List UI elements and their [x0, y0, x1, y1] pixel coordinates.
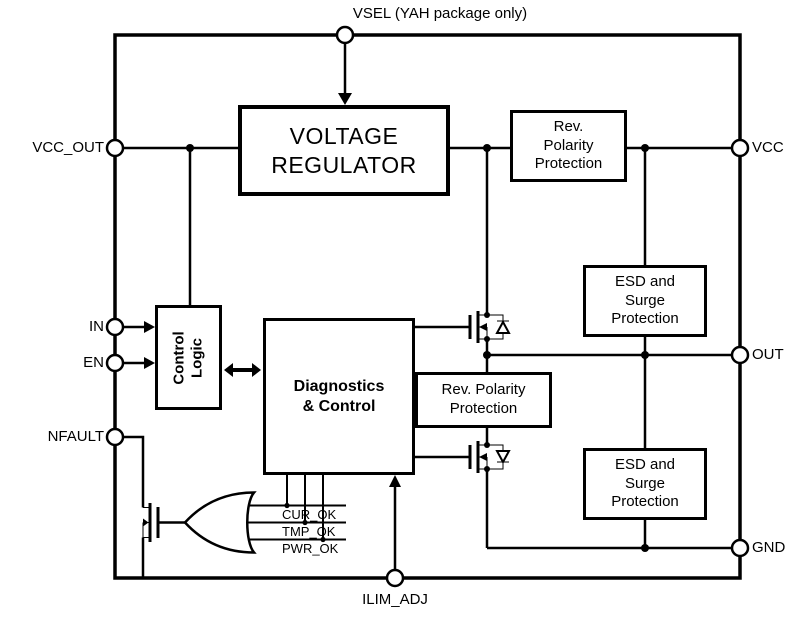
pin-label-gnd: GND [752, 539, 786, 556]
pins [105, 25, 750, 588]
fet-body-arrow [479, 323, 487, 331]
signal-label-tmp-ok: TMP_OK [282, 524, 336, 539]
block-esd-surge-protection-bottom: ESD and Surge Protection [583, 448, 707, 520]
en-arrow [144, 357, 155, 369]
arrowheads [144, 93, 401, 487]
pin-vcc-out [105, 138, 125, 158]
pin-label-en: EN [83, 354, 104, 371]
junction-dots [186, 144, 649, 552]
block-rev-polarity-protection-mid: Rev. Polarity Protection [415, 372, 552, 428]
block-rev-polarity-protection-top: Rev. Polarity Protection [510, 110, 627, 182]
pin-label-nfault: NFAULT [47, 428, 104, 445]
pin-label-ilim-adj: ILIM_ADJ [362, 591, 428, 608]
reverse-blocking-fet [468, 441, 511, 473]
ic-boundary [113, 33, 742, 580]
pin-in [105, 317, 125, 337]
body-diode-icon [495, 450, 511, 465]
pin-label-vsel: VSEL (YAH package only) [352, 5, 528, 22]
block-control-logic: Control Logic [155, 305, 222, 410]
gate-input-wires [242, 475, 346, 541]
pin-label-in: IN [89, 318, 104, 335]
pin-label-out: OUT [752, 346, 784, 363]
nfault-fet [142, 503, 160, 542]
pin-vcc [730, 138, 750, 158]
signal-label-pwr-ok: PWR_OK [282, 541, 339, 556]
signal-label-cur-ok: CUR_OK [282, 507, 337, 522]
block-esd-surge-protection-top: ESD and Surge Protection [583, 265, 707, 337]
fet-body-arrow [479, 453, 487, 461]
block-voltage-regulator: VOLTAGE REGULATOR [238, 105, 450, 196]
block-diagnostics-control: Diagnostics & Control [263, 318, 415, 475]
pin-out [730, 345, 750, 365]
body-diode-icon [495, 319, 511, 334]
pin-label-vcc-out: VCC_OUT [32, 139, 104, 156]
in-arrow [144, 321, 155, 333]
bidirectional-arrow [224, 363, 261, 377]
pin-ilim-adj [385, 568, 405, 588]
pin-gnd [730, 538, 750, 558]
ilim-arrow [389, 475, 401, 487]
or-gate [183, 491, 257, 554]
fet-body-arrow [143, 518, 149, 527]
vsel-arrow [338, 93, 352, 105]
pin-label-vcc: VCC [752, 139, 784, 156]
pin-en [105, 353, 125, 373]
pin-nfault [105, 427, 125, 447]
control-logic-label: Control Logic [170, 330, 206, 385]
wires [123, 43, 732, 578]
pin-vsel [335, 25, 355, 45]
high-side-fet [468, 311, 511, 343]
